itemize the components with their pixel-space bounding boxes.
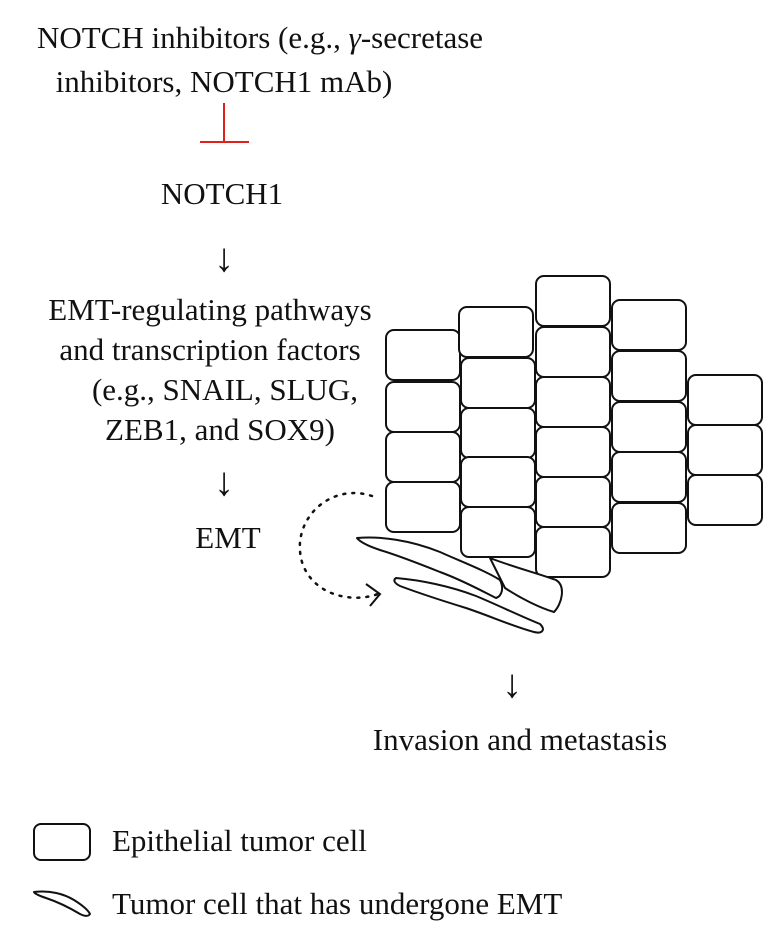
epithelial-cell	[611, 299, 687, 351]
epithelial-cell	[535, 376, 611, 428]
epithelial-cell	[687, 424, 763, 476]
epithelial-cell	[687, 374, 763, 426]
epithelial-cell	[611, 350, 687, 402]
down-arrow-2: ↓	[214, 459, 234, 504]
emt-cycle-arrow-icon	[298, 491, 382, 607]
epithelial-cell	[535, 526, 611, 578]
inhibitors-label-line2: inhibitors, NOTCH1 mAb)	[55, 64, 393, 99]
pathways-line3: (e.g., SNAIL, SLUG,	[91, 372, 359, 407]
pathways-line4: ZEB1, and SOX9)	[105, 412, 335, 447]
emt-cell	[393, 577, 544, 634]
epithelial-cell	[535, 426, 611, 478]
emt-cells	[356, 536, 563, 634]
pathways-line1: EMT-regulating pathways	[48, 292, 372, 327]
epithelial-cell	[458, 306, 534, 358]
notch1-label: NOTCH1	[160, 176, 284, 211]
emt-label: EMT	[195, 520, 261, 555]
epithelial-cell	[611, 401, 687, 453]
epithelial-cell	[687, 474, 763, 526]
epithelial-cell	[535, 476, 611, 528]
legend-emt-cell-icon	[33, 890, 91, 917]
epithelial-cell	[460, 407, 536, 459]
epithelial-cell-cluster	[385, 275, 763, 578]
epithelial-cell	[460, 456, 536, 508]
epithelial-cell	[535, 326, 611, 378]
emt-cell	[356, 536, 504, 599]
legend-epithelial-label: Epithelial tumor cell	[112, 823, 367, 858]
down-arrow-3: ↓	[502, 661, 522, 706]
epithelial-cell	[611, 451, 687, 503]
pathways-line2: and transcription factors	[59, 332, 361, 367]
epithelial-cell	[460, 506, 536, 558]
inhibitors-label: NOTCH inhibitors (e.g., γ-secretase	[36, 20, 484, 55]
epithelial-cell	[611, 502, 687, 554]
down-arrow-1: ↓	[214, 235, 234, 280]
epithelial-cell	[385, 381, 461, 433]
legend-emt-label: Tumor cell that has undergone EMT	[112, 886, 563, 921]
epithelial-cell	[535, 275, 611, 327]
outcome-label: Invasion and metastasis	[372, 722, 668, 757]
epithelial-cell	[385, 329, 461, 381]
epithelial-cell	[385, 481, 461, 533]
inhibition-bar-icon	[200, 103, 249, 143]
legend-epithelial-cell-icon	[33, 823, 91, 861]
epithelial-cell	[460, 357, 536, 409]
epithelial-cell	[385, 431, 461, 483]
